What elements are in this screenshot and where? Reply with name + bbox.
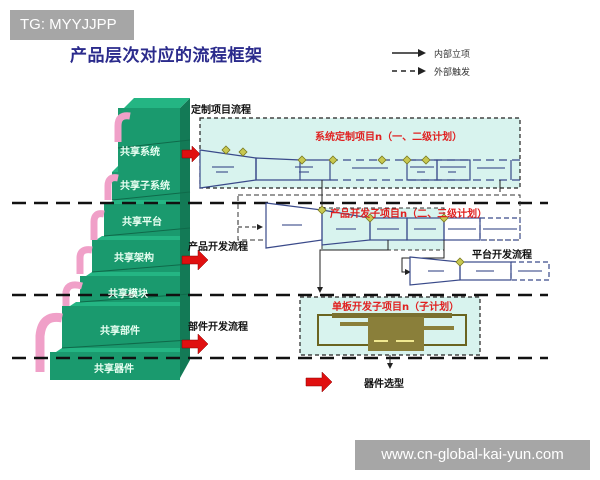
custom-project-box-title: 系统定制项目n（一、二级计划） — [315, 132, 463, 143]
stack-level-component: 共享部件 — [100, 326, 140, 337]
custom-project-label: 定制项目流程 — [191, 105, 251, 116]
stack-level-system: 共享系统 — [120, 147, 160, 158]
stack-level-subsystem: 共享子系统 — [120, 181, 170, 192]
legend-arrows-icon — [392, 49, 426, 75]
stack-level-device: 共享器件 — [94, 364, 134, 375]
product-dev-label: 产品开发流程 — [188, 242, 248, 253]
stack-level-platform: 共享平台 — [122, 217, 162, 228]
part-selection-label: 器件选型 — [364, 379, 404, 390]
legend-internal: 内部立项 — [434, 50, 471, 60]
component-detail — [317, 313, 467, 351]
product-dev-box-title: 产品开发子项目n（二、三级计划） — [330, 209, 488, 220]
stack-level-architecture: 共享架构 — [114, 253, 154, 264]
page-title: 产品层次对应的流程框架 — [70, 46, 263, 66]
platform-dev-label: 平台开发流程 — [472, 250, 532, 261]
pink-arrows — [35, 112, 131, 372]
component-dev-box-title: 单板开发子项目n（子计划） — [332, 302, 460, 313]
watermark-top-left: TG: MYYJJPP — [10, 10, 134, 40]
stack-blocks — [50, 98, 191, 380]
stack-level-module: 共享模块 — [108, 289, 148, 300]
legend-external: 外部触发 — [434, 68, 471, 78]
watermark-bottom-right: www.cn-global-kai-yun.com — [355, 440, 590, 470]
legend: 内部立项 外部触发 — [392, 44, 502, 80]
component-dev-label: 部件开发流程 — [188, 322, 248, 333]
